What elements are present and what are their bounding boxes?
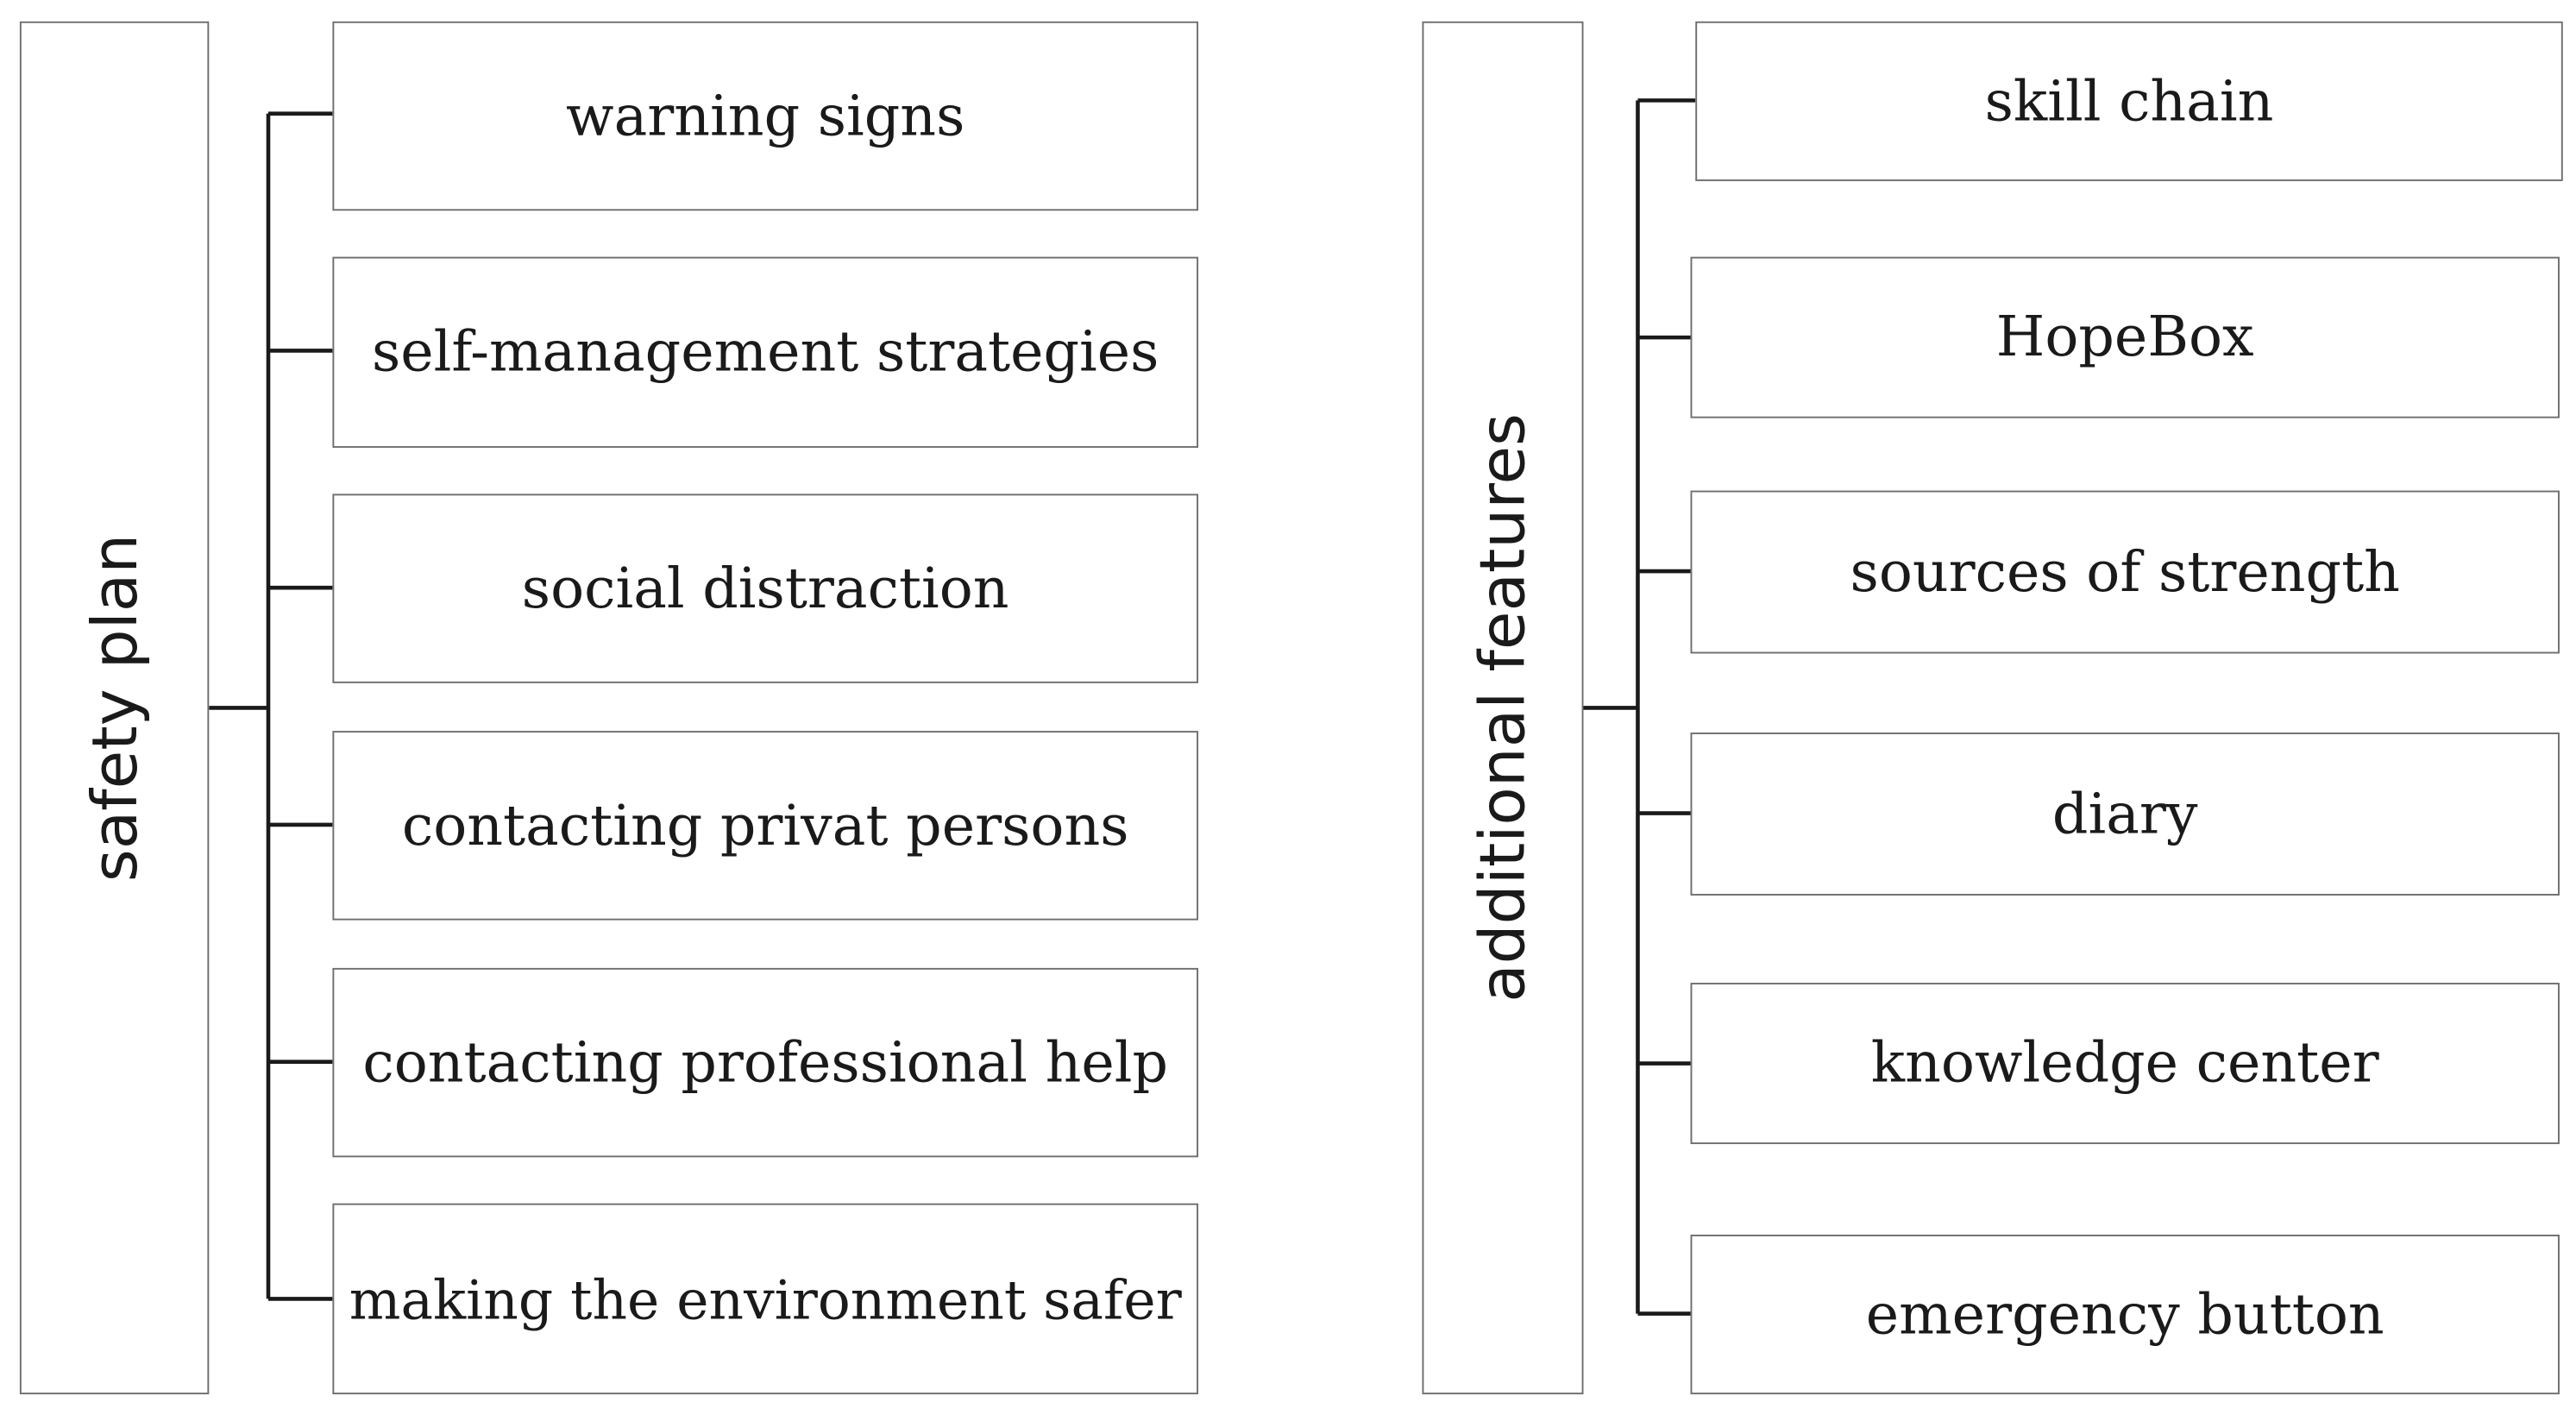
additional-features-item-knowledge-center: knowledge center — [1690, 983, 2560, 1145]
item-label: sources of strength — [1850, 538, 2400, 606]
item-label: self-management strategies — [371, 319, 1159, 386]
safety-plan-box: safety plan — [19, 21, 210, 1395]
item-label: contacting privat persons — [401, 792, 1129, 859]
additional-features-item-diary: diary — [1690, 733, 2560, 896]
additional-features-item-sources-of-strength: sources of strength — [1690, 490, 2560, 654]
additional-features-item-hopebox: HopeBox — [1690, 256, 2560, 418]
safety-plan-item-making-environment-safer: making the environment safer — [332, 1203, 1199, 1395]
safety-plan-item-warning-signs: warning signs — [332, 21, 1199, 211]
item-label: skill chain — [1984, 68, 2274, 135]
item-label: making the environment safer — [349, 1267, 1182, 1331]
safety-plan-label: safety plan — [78, 533, 151, 883]
item-label: HopeBox — [1995, 304, 2254, 371]
item-label: contacting professional help — [362, 1029, 1169, 1096]
item-label: knowledge center — [1870, 1030, 2379, 1097]
safety-plan-item-self-management-strategies: self-management strategies — [332, 256, 1199, 448]
additional-features-item-emergency-button: emergency button — [1690, 1235, 2560, 1395]
item-label: social distraction — [521, 555, 1009, 622]
safety-plan-item-contacting-professional-help: contacting professional help — [332, 967, 1199, 1158]
safety-plan-item-social-distraction: social distraction — [332, 494, 1199, 683]
additional-features-box: additional features — [1422, 21, 1584, 1395]
safety-plan-item-contacting-privat-persons: contacting privat persons — [332, 731, 1199, 921]
additional-features-label: additional features — [1467, 413, 1539, 1003]
item-label: warning signs — [566, 83, 965, 149]
item-label: diary — [2051, 781, 2198, 847]
item-label: emergency button — [1865, 1281, 2384, 1348]
additional-features-item-skill-chain: skill chain — [1695, 21, 2563, 181]
